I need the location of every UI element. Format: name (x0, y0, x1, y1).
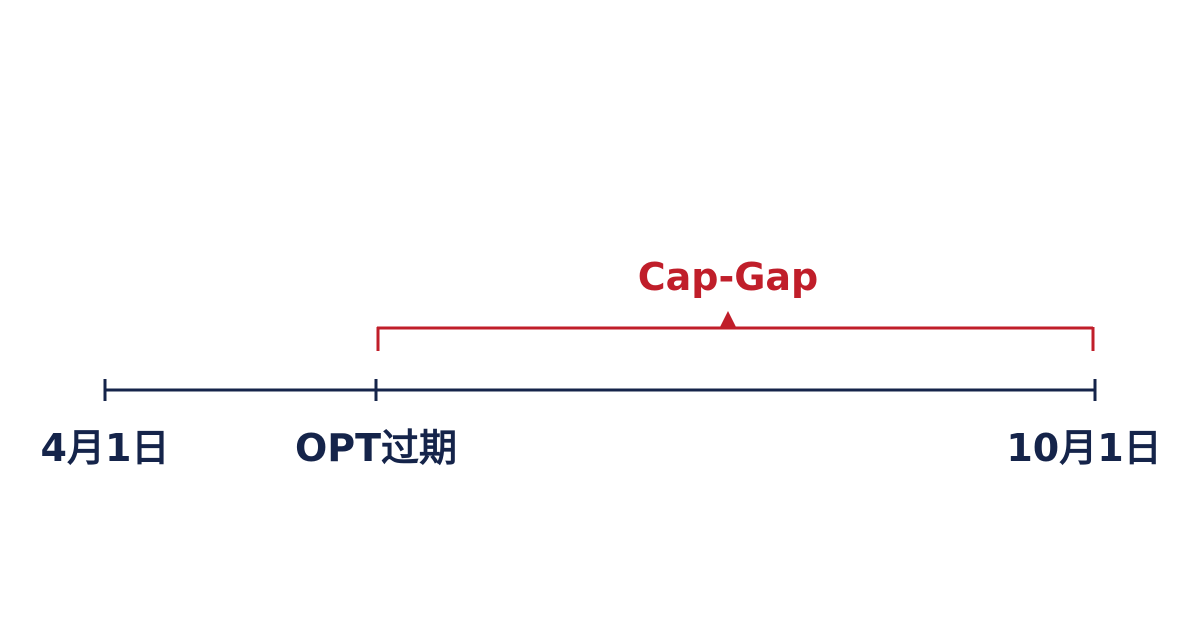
timeline: 4月1日 OPT过期 10月1日 (41, 379, 1162, 470)
start-date-label: 4月1日 (41, 426, 170, 470)
bracket-center-arrow (719, 311, 737, 329)
cap-gap-label: Cap-Gap (638, 255, 819, 299)
cap-gap-bracket: Cap-Gap (376, 255, 1095, 351)
opt-expiry-label: OPT过期 (295, 426, 457, 470)
end-date-label: 10月1日 (1006, 426, 1161, 470)
